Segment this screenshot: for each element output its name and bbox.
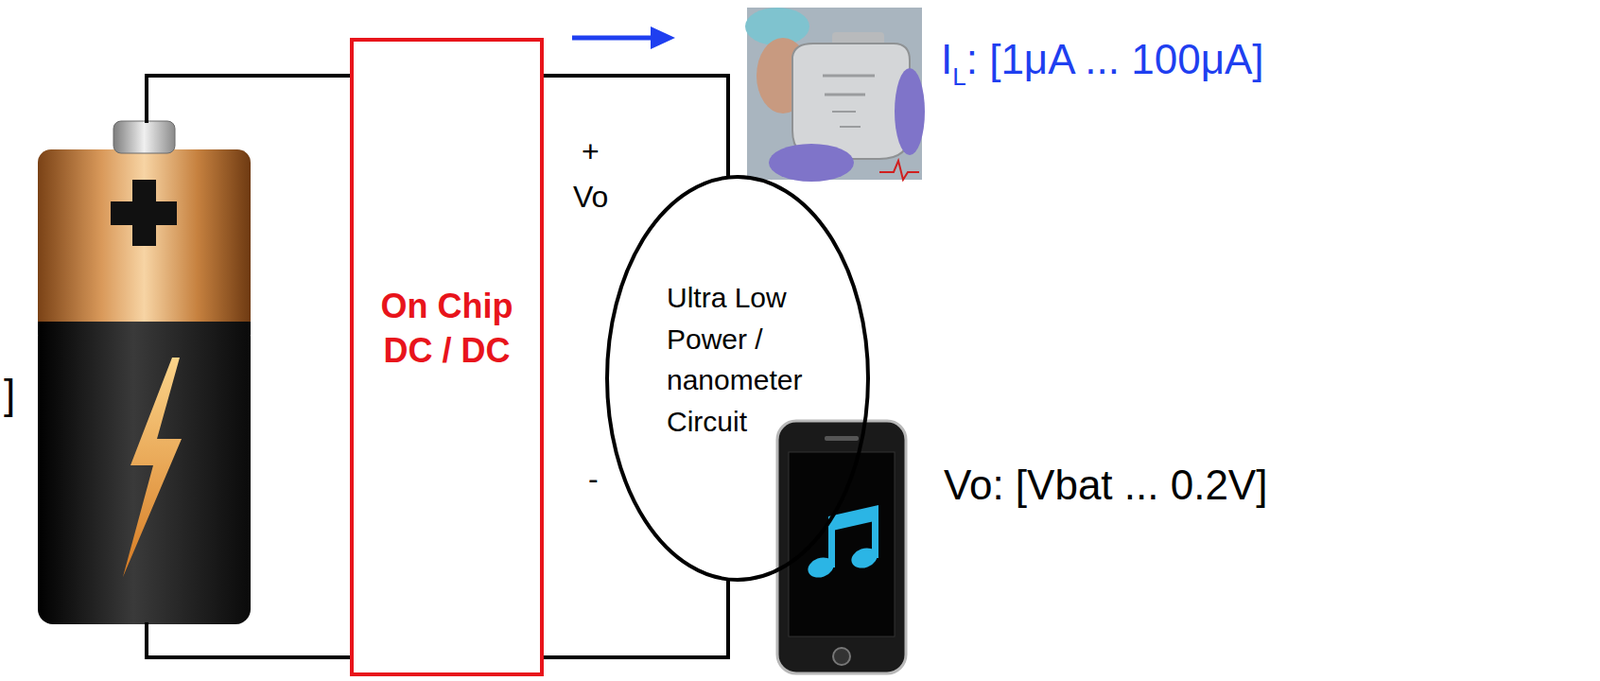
current-arrow (572, 26, 676, 50)
wire (146, 622, 352, 658)
battery-icon (37, 121, 251, 625)
label-text: + (581, 134, 600, 169)
label-text: : [1μA ... 100μA] (966, 35, 1265, 83)
polarity-sign: + (581, 134, 600, 170)
pacemaker-photo (745, 7, 925, 182)
voltage-range: Vo: [Vbat ... 0.2V] (943, 461, 1268, 509)
phone-icon (777, 420, 906, 674)
label-text: - (588, 461, 599, 496)
polarity-sign: - (588, 461, 599, 497)
label-text: ] (3, 370, 16, 418)
node-text: Ultra Low Power / nanometer Circuit (666, 277, 809, 442)
load-circuit: Ultra Low Power / nanometer Circuit (605, 174, 870, 582)
current-range: IL: [1μA ... 100μA] (940, 35, 1265, 84)
wire (146, 75, 352, 123)
cut-off-label: ] (3, 370, 16, 418)
label-text: Vo (573, 179, 609, 214)
wire (543, 75, 729, 178)
converter-box: On Chip DC / DC (349, 37, 544, 677)
subscript: L (952, 62, 966, 91)
wire (543, 578, 729, 658)
voltage-name: Vo (573, 179, 609, 215)
label-text: Vo: [Vbat ... 0.2V] (943, 461, 1268, 508)
label-text: I (940, 35, 953, 83)
node-text: On Chip DC / DC (366, 284, 528, 374)
